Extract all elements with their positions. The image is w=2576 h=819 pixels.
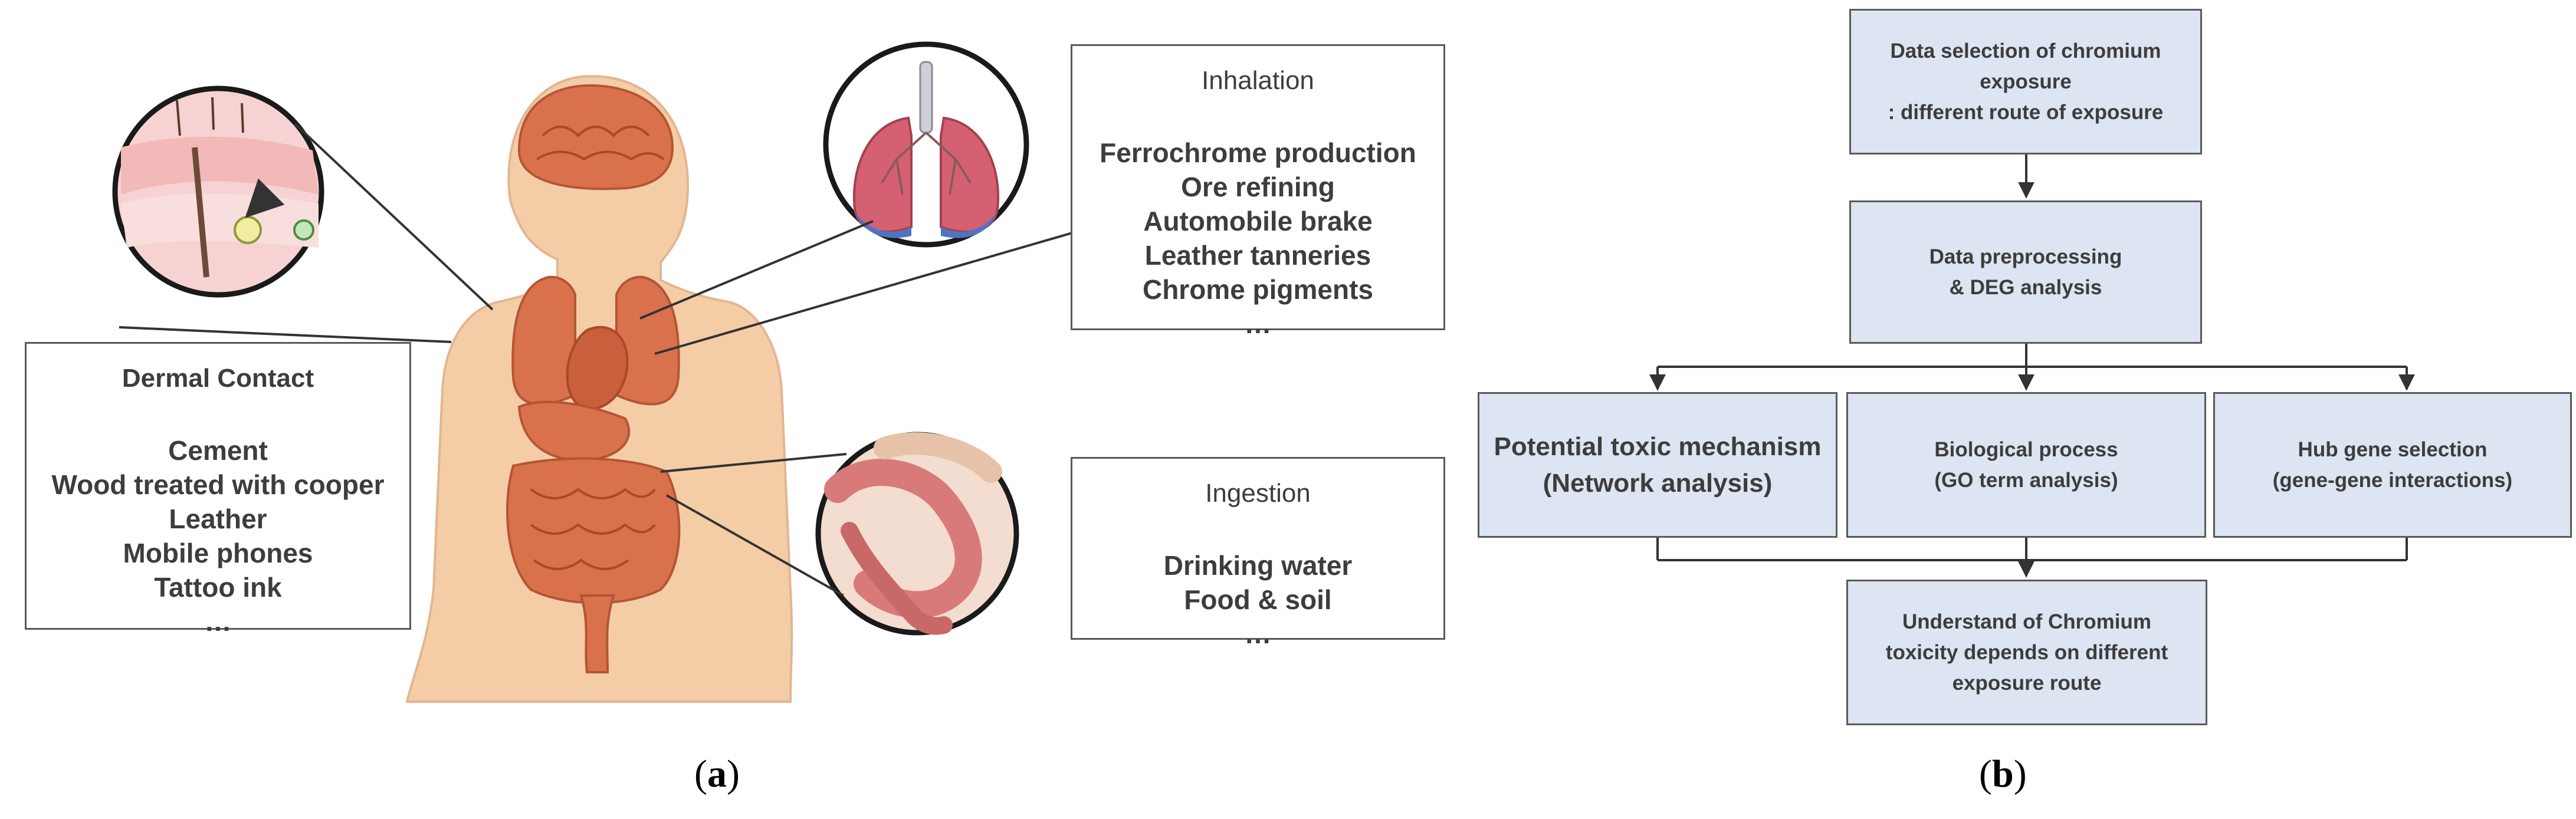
branch-biological-process-line: (GO term analysis) [1934,468,2118,492]
panel-a-letter: a [707,752,727,795]
step-data-selection-line: : different route of exposure [1888,100,2164,124]
panel-b-caption: (b) [1979,752,2027,795]
branch-biological-process: Biological process (GO term analysis) [1846,392,2206,538]
branch-toxic-mechanism: Potential toxic mechanism (Network analy… [1478,392,1837,538]
step-data-preprocessing-line: & DEG analysis [1949,275,2102,299]
dermal-contact-title: Dermal Contact [122,364,314,393]
step-data-selection-line: exposure [1980,70,2072,93]
branch-toxic-mechanism-line: (Network analysis) [1543,468,1773,498]
ingestion-item: Food & soil [1184,584,1332,615]
inhalation-box: Inhalation Ferrochrome production Ore re… [1071,44,1445,339]
connector-lines [119,123,1083,597]
dermal-contact-item: Cement [168,435,268,466]
step-understand-toxicity-line: Understand of Chromium [1902,610,2151,633]
inhalation-item: Chrome pigments [1142,274,1374,305]
inhalation-item: … [1244,308,1272,339]
step-data-preprocessing-line: Data preprocessing [1929,245,2122,268]
branch-hub-gene-line: (gene-gene interactions) [2272,468,2513,492]
step-data-selection-line: Data selection of chromium [1890,39,2161,63]
dermal-contact-box: Dermal Contact Cement Wood treated with … [25,342,411,637]
human-body-illustration [405,75,793,703]
inhalation-item: Ore refining [1181,172,1335,202]
inhalation-item: Leather tanneries [1144,240,1371,271]
dermal-contact-item: … [204,606,232,637]
intestine-closeup-illustration [815,432,1019,636]
branch-hub-gene-line: Hub gene selection [2298,438,2488,461]
inhalation-item: Ferrochrome production [1100,137,1416,168]
dermal-contact-item: Mobile phones [123,538,313,568]
ingestion-item: … [1244,619,1272,649]
lungs-closeup-illustration [823,41,1029,248]
dermal-contact-item: Leather [169,504,267,534]
flowchart-connectors [1649,154,2415,578]
skin-closeup-illustration [112,85,324,298]
dermal-contact-item: Tattoo ink [154,572,282,603]
panel-b-letter: b [1991,752,2014,795]
panel-a-caption: (a) [694,752,740,795]
inhalation-title: Inhalation [1202,66,1314,95]
branch-toxic-mechanism-line: Potential toxic mechanism [1494,432,1822,461]
ingestion-item: Drinking water [1163,550,1353,581]
dermal-contact-item: Wood treated with cooper [51,469,385,500]
step-understand-toxicity: Understand of Chromium toxicity depends … [1846,580,2207,725]
inhalation-item: Automobile brake [1143,206,1373,236]
ingestion-box: Ingestion Drinking water Food & soil … [1071,457,1445,649]
branch-hub-gene: Hub gene selection (gene-gene interactio… [2213,392,2572,538]
step-data-preprocessing: Data preprocessing & DEG analysis [1849,200,2202,344]
step-data-selection: Data selection of chromium exposure : di… [1849,9,2202,154]
branch-biological-process-line: Biological process [1934,438,2118,461]
step-understand-toxicity-line: toxicity depends on different [1885,640,2168,664]
step-understand-toxicity-line: exposure route [1952,671,2102,695]
ingestion-title: Ingestion [1205,479,1311,508]
